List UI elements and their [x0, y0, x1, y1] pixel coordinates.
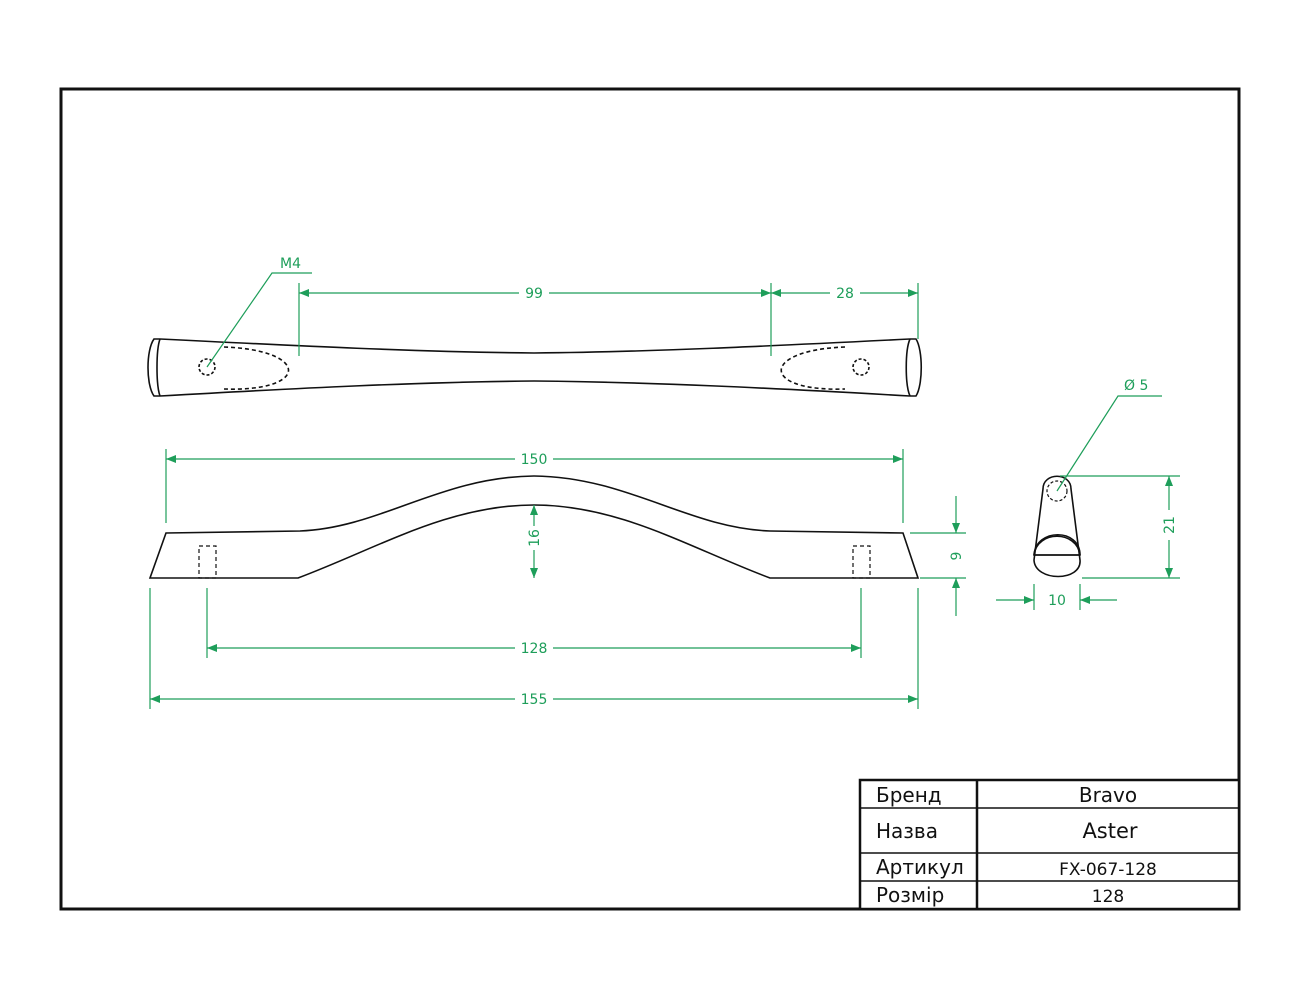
dim-label-thread: M4: [280, 256, 301, 272]
side-view: [1033, 475, 1081, 578]
top-view-left-recess: [223, 346, 290, 390]
side-view-outline: [1033, 475, 1081, 578]
top-view-left-end-arc: [156, 338, 161, 397]
top-view-right-recess: [780, 346, 846, 390]
top-view-left-end: [147, 338, 160, 397]
dim-label-16: 16: [527, 529, 543, 547]
dim-label-99: 99: [525, 286, 543, 302]
dim-label-150: 150: [521, 452, 548, 468]
dim-label-28: 28: [836, 286, 854, 302]
title-block-value-size: 128: [1092, 887, 1124, 907]
title-block-label-brand: Бренд: [876, 783, 942, 807]
side-view-base: [1033, 533, 1081, 556]
dim-label-21: 21: [1162, 516, 1178, 534]
title-block-label-size: Розмір: [876, 883, 944, 907]
top-view: [147, 338, 923, 397]
front-view-left-hole: [198, 545, 217, 579]
dim-label-diameter: Ø 5: [1124, 378, 1148, 394]
dimension-lines: [149, 272, 1180, 709]
hole-left: [198, 358, 216, 376]
title-block-label-article: Артикул: [876, 855, 964, 879]
top-view-right-end-arc: [905, 338, 911, 397]
diameter-leader: [1056, 395, 1162, 492]
dimension-labels: M4 99 28 150 16 128 155 9 Ø 5 21 10: [280, 256, 1179, 708]
drawing-frame: [59, 87, 1241, 911]
side-view-hole: [1046, 480, 1068, 502]
hole-right: [852, 358, 870, 376]
front-view-right-hole: [852, 545, 871, 579]
front-view: [148, 475, 920, 579]
m4-leader: [206, 272, 312, 368]
top-view-right-end: [910, 338, 923, 397]
title-block-label-name: Назва: [876, 819, 938, 843]
dim-label-155: 155: [521, 692, 548, 708]
dim-label-128: 128: [521, 641, 548, 657]
title-block-value-name: Aster: [1082, 819, 1137, 843]
title-block: Бренд Bravo Назва Aster Артикул FX-067-1…: [858, 778, 1241, 911]
title-block-value-brand: Bravo: [1079, 783, 1137, 807]
top-view-outline: [159, 338, 911, 397]
dim-label-10: 10: [1048, 593, 1066, 609]
dim-label-9: 9: [949, 552, 965, 561]
title-block-value-article: FX-067-128: [1059, 860, 1157, 880]
front-view-outline: [148, 475, 920, 579]
title-block-frame: [858, 778, 1241, 911]
side-view-cap-arc: [1033, 535, 1081, 556]
